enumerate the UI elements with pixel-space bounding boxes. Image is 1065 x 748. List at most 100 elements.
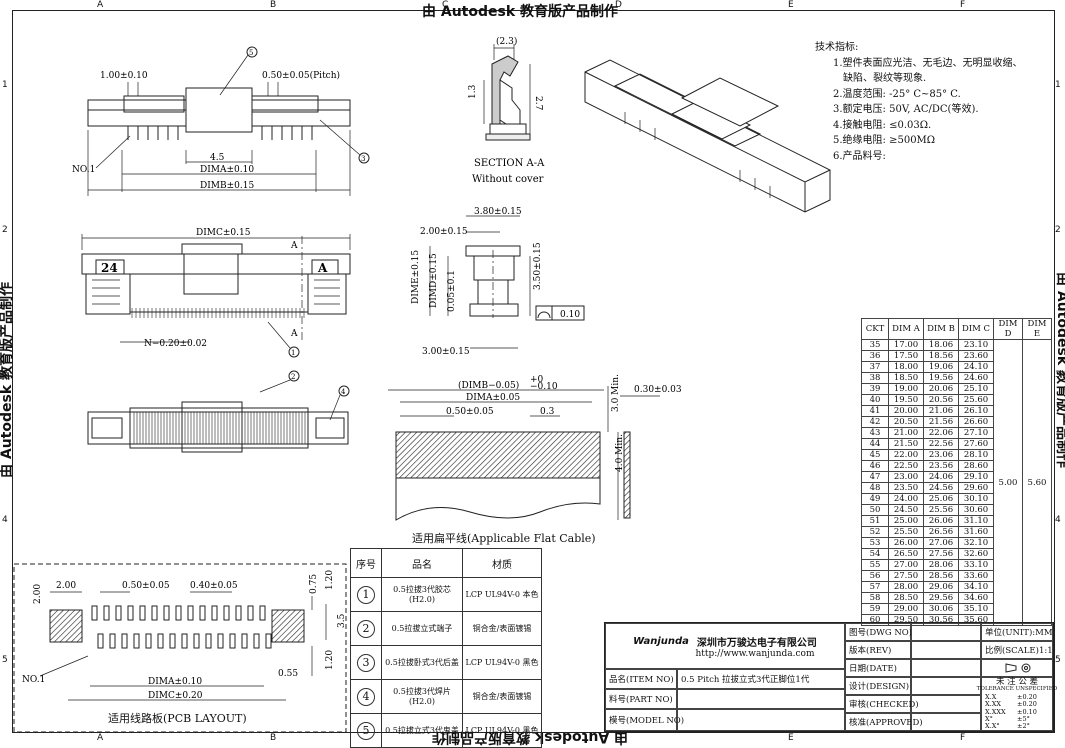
ckt-cell: 45 [861,449,889,461]
ckt-cell: 29.10 [958,471,994,483]
date-value [911,659,981,677]
ckt-cell: 35.10 [958,603,994,615]
checked-value [911,695,981,713]
item-no-label: 品名(ITEM NO) [605,669,677,689]
ckt-cell: 27.10 [958,427,994,439]
callout-5: 5 [249,49,253,57]
tolerance-value: ±0.20 [1017,700,1037,709]
ckt-cell: 30.60 [958,504,994,516]
ckt-cell: 26.56 [923,526,959,538]
pcb-0-75: 0.75 [309,574,319,594]
zone-row-4: 4 [1055,515,1061,525]
tech-item: 4.接触电阻: ≤0.03Ω. [833,119,932,131]
company-name: 深圳市万骏达电子有限公司 [696,637,817,649]
pin-count-label: 24 [101,261,118,275]
part-name: 0.5拉拔立式端子 [381,611,463,646]
ckt-cell: 27.00 [888,559,924,571]
part-name: 0.5拉拔3代胶芯 (H2.0) [381,577,463,612]
part-name: 0.5拉拔3代焊片 (H2.0) [381,679,463,714]
ckt-cell: 29.56 [923,592,959,604]
isometric-view [584,59,831,213]
ckt-cell: 26.50 [888,548,924,560]
zone-row-3: 3 [2,370,8,380]
cable-4-0-min: 4.0 Min. [615,434,625,472]
ckt-cell: 53 [861,537,889,549]
ckt-cell: 24.60 [958,372,994,384]
ckt-cell: 18.06 [923,339,959,351]
parts-number-cell: 5 [350,713,382,748]
approved-label: 核准(APPROVED) [845,713,923,731]
dim-3-80: 3.80±0.15 [474,207,522,217]
rev-value [911,641,981,659]
checked-label: 审核(CHECKED) [845,695,919,713]
ckt-cell: 33.60 [958,570,994,582]
pcb-3-5: 3.5 [337,613,347,628]
cable-3-0-min: 3.0 Min. [611,374,621,412]
zone-col-f: F [960,0,966,10]
callout-1: 1 [291,349,295,357]
section-marker-a-top: A [290,241,298,251]
pcb-1-20-top: 1.20 [325,570,335,590]
ckt-cell: 18.56 [923,350,959,362]
ckt-cell: 35 [861,339,889,351]
zone-row-5: 5 [1055,655,1061,665]
parts-header: 品名 [381,548,463,578]
cable-thickness: 0.30±0.03 [634,385,682,395]
ckt-cell: 25.56 [923,504,959,516]
ckt-cell: 26.60 [958,416,994,428]
pcb-caption: 适用线路板(PCB LAYOUT) [108,712,247,725]
ckt-cell: 22.56 [923,438,959,450]
zone-col-e: E [788,733,794,743]
part-name: 0.5拉拔立式3代鬼盖 [381,713,463,748]
ckt-cell: 21.00 [888,427,924,439]
date-label: 日期(DATE) [845,659,911,677]
front-view [81,234,351,358]
pcb-2-00-vert: 2.00 [33,584,43,604]
ckt-cell: 47 [861,471,889,483]
dim-2-3: (2.3) [496,36,517,47]
ckt-cell: 22.06 [923,427,959,439]
ckt-cell: 24.10 [958,361,994,373]
ckt-cell: 40 [861,394,889,406]
cable-pitch: 0.50±0.05 [446,407,494,417]
section-marker-a-bot: A [290,329,298,339]
part-material: LCP UL94V-0 本色 [462,577,542,612]
ckt-cell: 26.10 [958,405,994,417]
ckt-header: CKT [861,318,889,340]
tolerance-row: X°±5° [985,715,1037,723]
ckt-cell: 19.56 [923,372,959,384]
tech-item: 3.额定电压: 50V, AC/DC(等效). [833,104,979,115]
ckt-cell: 21.06 [923,405,959,417]
dim-pitch-1: 1.00±0.10 [100,71,148,81]
zone-row-3: 3 [1055,370,1061,380]
ckt-cell: 17.50 [888,350,924,362]
company-logo: Wanjunda [633,635,689,647]
section-a-a [483,44,531,141]
zone-col-a: A [97,0,104,10]
callout-3: 3 [361,155,365,163]
tolerance-value: ±0.10 [1017,707,1037,716]
zone-col-c: C [442,0,449,10]
part-material: LCP UL94V-0 黑色 [462,645,542,680]
ckt-cell: 29.60 [958,482,994,494]
dim-c-front: DIMC±0.15 [196,228,251,238]
part-name: 0.5拉拔卧式3代后盖 [381,645,463,680]
ckt-cell: 38 [861,372,889,384]
ckt-cell: 34.60 [958,592,994,604]
ckt-cell: 28.06 [923,559,959,571]
zone-col-d: D [615,0,622,10]
zone-col-d: D [615,733,622,743]
ckt-cell: 18.50 [888,372,924,384]
item-no-value: 0.5 Pitch 拉拔立式3代正脚位1代 [677,669,845,689]
